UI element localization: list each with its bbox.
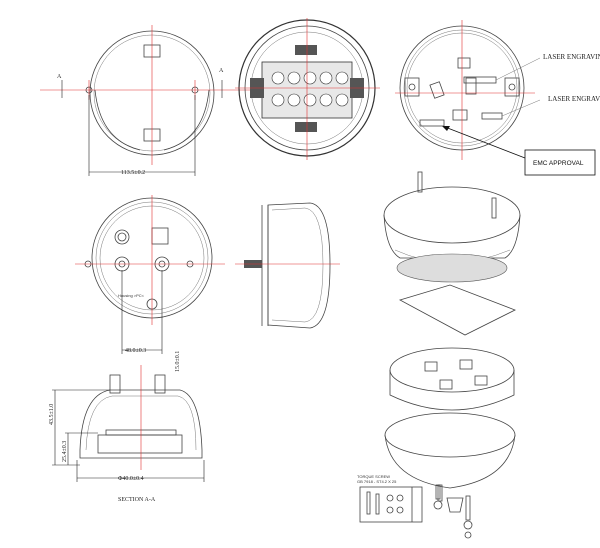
exploded-view (383, 171, 521, 502)
section-title: SECTION A-A (118, 497, 156, 503)
housing-material-label: Housing >PC< (118, 293, 145, 298)
dim-base-diameter: Φ40.0±0.4 (118, 476, 144, 482)
laser-engraving-label-2: LASER ENGRAVING (548, 95, 600, 103)
screw-title: TORQUE SCREW (357, 474, 390, 479)
section-marker-left: A (57, 74, 62, 80)
emc-approval-label: EMC APPROVAL (533, 160, 584, 167)
screw-spec: GB 7918 - ST4.2 X 25 (357, 479, 397, 484)
side-view (235, 202, 340, 329)
section-marker-right: A (219, 68, 224, 74)
dim-total-height: 43.5±1.0 (49, 404, 55, 425)
dim-stud-spacing: 48.0±0.3 (125, 348, 146, 354)
dim-stud-offset: 15.0±0.1 (175, 351, 181, 372)
screw-table: TORQUE SCREW GB 7918 - ST4.2 X 25 (357, 474, 473, 539)
dim-mount-hole-spacing: 113.5±0.2 (121, 170, 145, 176)
laser-engraving-label-1: LASER ENGRAVING (543, 53, 600, 61)
led-front-view (235, 18, 380, 160)
rear-label-view: LASER ENGRAVING LASER ENGRAVING EMC APPR… (395, 20, 600, 176)
section-a-a: 43.5±1.0 25.4±0.3 Φ40.0±0.4 SECTION A-A (49, 365, 205, 503)
front-outline-view: A A 113.5±0.2 (40, 25, 250, 176)
dim-base-height: 25.4±0.3 (62, 441, 68, 462)
rear-stud-view: Housing >PC< 48.0±0.3 15.0±0.1 (75, 195, 225, 372)
emc-approval-box (524, 149, 596, 176)
